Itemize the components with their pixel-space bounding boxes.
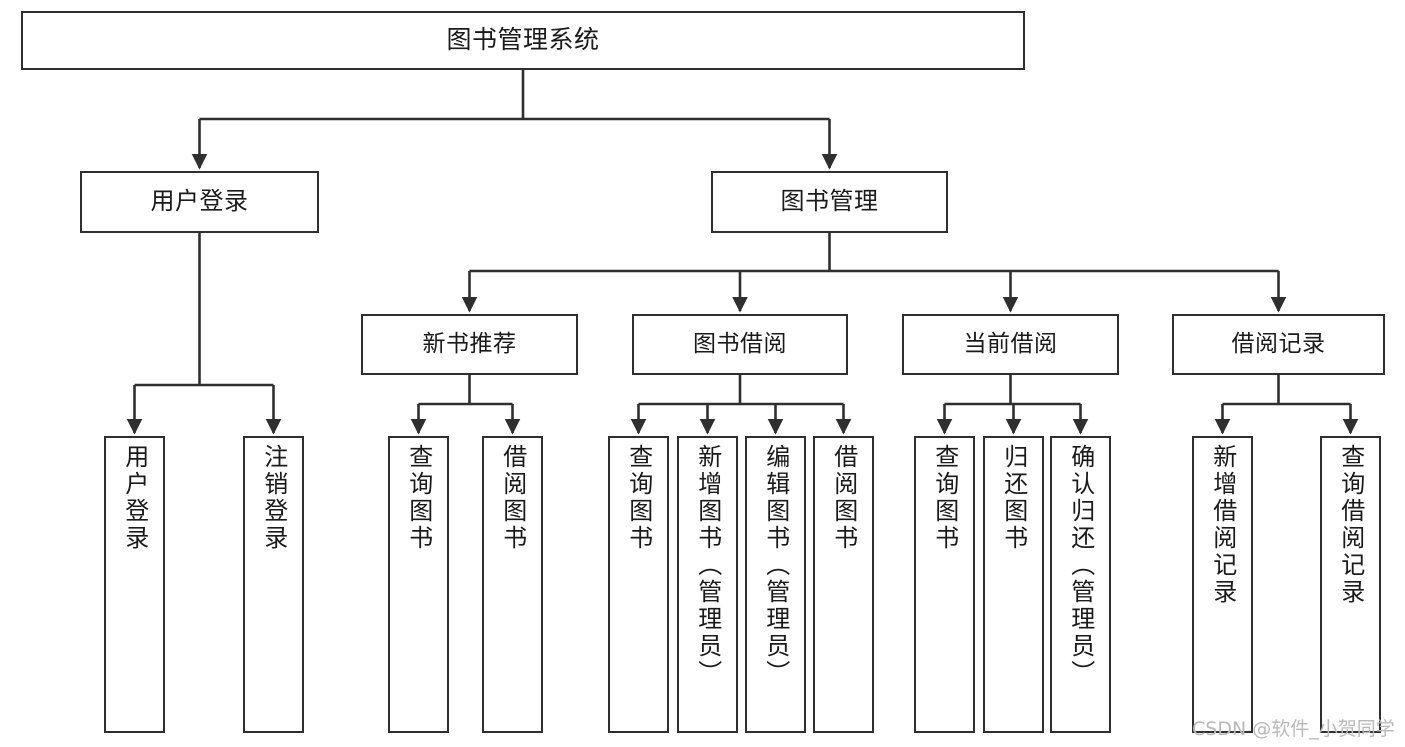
node-label: 借阅图书: [829, 444, 858, 552]
node-label: 新增图书（管理员）: [693, 444, 722, 687]
node-leaf-borrow-book-rec[interactable]: 借阅图书: [482, 436, 543, 733]
node-label: 确认归还（管理员）: [1066, 444, 1095, 687]
node-root[interactable]: 图书管理系统: [21, 11, 1025, 70]
node-leaf-user-logout[interactable]: 注销登录: [243, 436, 304, 733]
node-label: 当前借阅: [963, 331, 1058, 358]
node-new-book-recommend[interactable]: 新书推荐: [361, 314, 578, 375]
node-leaf-query-borrow-record[interactable]: 查询借阅记录: [1320, 436, 1381, 733]
node-current-borrow[interactable]: 当前借阅: [902, 314, 1119, 375]
node-label: 图书管理: [780, 187, 879, 216]
node-label: 查询图书: [930, 444, 959, 552]
node-label: 用户登录: [120, 444, 149, 552]
node-label: 图书管理系统: [446, 25, 600, 55]
node-borrow-record[interactable]: 借阅记录: [1172, 314, 1385, 375]
node-label: 注销登录: [259, 444, 288, 552]
node-leaf-query-book-borrow[interactable]: 查询图书: [608, 436, 669, 733]
node-leaf-user-login[interactable]: 用户登录: [104, 436, 165, 733]
node-label: 图书借阅: [693, 331, 787, 358]
node-label: 查询借阅记录: [1336, 444, 1365, 606]
node-label: 借阅图书: [498, 444, 527, 552]
node-label: 新书推荐: [422, 331, 517, 358]
node-label: 查询图书: [404, 444, 433, 552]
node-book-borrow[interactable]: 图书借阅: [632, 314, 848, 375]
watermark: CSDN @软件_小贺同学: [1192, 718, 1395, 740]
node-label: 新增借阅记录: [1208, 444, 1237, 606]
node-leaf-query-book-current[interactable]: 查询图书: [914, 436, 975, 733]
node-label: 用户登录: [150, 187, 249, 216]
node-label: 归还图书: [999, 444, 1028, 552]
node-leaf-return-book[interactable]: 归还图书: [983, 436, 1044, 733]
node-leaf-edit-book-admin[interactable]: 编辑图书（管理员）: [745, 436, 806, 733]
node-leaf-add-book-admin[interactable]: 新增图书（管理员）: [677, 436, 738, 733]
node-label: 查询图书: [624, 444, 653, 552]
node-leaf-borrow-book[interactable]: 借阅图书: [813, 436, 874, 733]
node-leaf-add-borrow-record[interactable]: 新增借阅记录: [1192, 436, 1253, 733]
node-leaf-query-book-rec[interactable]: 查询图书: [388, 436, 449, 733]
node-book-manage[interactable]: 图书管理: [711, 171, 948, 233]
node-leaf-confirm-return-admin[interactable]: 确认归还（管理员）: [1050, 436, 1111, 733]
node-user-login[interactable]: 用户登录: [80, 171, 319, 233]
node-label: 借阅记录: [1231, 331, 1326, 358]
node-label: 编辑图书（管理员）: [761, 444, 790, 687]
